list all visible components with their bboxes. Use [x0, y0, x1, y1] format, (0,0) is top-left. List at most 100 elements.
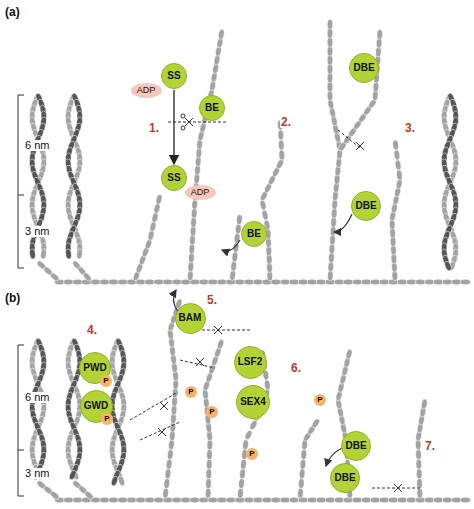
glucose-unit — [145, 497, 155, 503]
callout-number: 4. — [86, 324, 98, 336]
enzyme-circle: DBE — [330, 463, 360, 493]
glucose-unit — [163, 478, 170, 489]
glucose-chain — [36, 479, 61, 500]
glucose-chain — [202, 339, 225, 499]
dimension-label: 3 nm — [24, 226, 50, 237]
glucose-unit — [327, 91, 333, 101]
glucose-unit — [327, 82, 333, 92]
glucose-unit — [289, 497, 299, 503]
glucose-unit — [188, 253, 194, 263]
glucose-unit — [417, 478, 423, 488]
glucose-unit — [168, 439, 175, 450]
glucose-unit — [327, 73, 333, 83]
glucose-unit — [244, 497, 254, 503]
glucose-unit — [153, 203, 161, 214]
glucose-unit — [397, 497, 407, 503]
node-text: ADP — [137, 86, 156, 95]
callout-number: 7. — [424, 440, 436, 452]
glucose-unit — [216, 339, 225, 350]
glucose-unit — [64, 497, 74, 503]
enzyme-circle: BE — [241, 221, 267, 247]
glucose-unit — [109, 497, 119, 503]
dimension-label: 6 nm — [24, 140, 50, 151]
enzyme-circle: BE — [199, 95, 225, 121]
glucose-unit — [118, 497, 128, 503]
glucose-unit — [325, 497, 335, 503]
glucose-unit — [316, 497, 326, 503]
glucose-chain — [337, 29, 383, 152]
glucose-unit — [64, 279, 74, 285]
cleavage-line — [130, 122, 420, 488]
glucose-unit — [253, 497, 263, 503]
glucose-unit — [240, 459, 247, 470]
glucose-unit — [91, 279, 101, 285]
glucose-unit — [244, 279, 254, 285]
glucose-unit — [461, 279, 471, 285]
glucose-unit — [162, 488, 169, 499]
glucose-unit — [275, 158, 284, 169]
glucose-chain — [29, 337, 47, 480]
glucose-unit — [236, 214, 243, 225]
glucose-unit — [327, 19, 333, 29]
glucose-unit — [442, 497, 452, 503]
glucose-unit — [311, 418, 321, 429]
glucose-unit — [279, 150, 285, 160]
glucose-chain — [297, 418, 321, 499]
glucose-unit — [406, 279, 416, 285]
glucose-unit — [289, 279, 299, 285]
glucose-unit — [300, 459, 306, 469]
glucose-unit — [298, 478, 304, 488]
glucose-unit — [271, 279, 281, 285]
glucose-chain — [441, 92, 459, 271]
glucose-unit — [235, 279, 245, 285]
glucose-unit — [29, 249, 36, 260]
node-text: BE — [247, 229, 261, 239]
glucose-unit — [328, 262, 334, 272]
glucose-unit — [416, 469, 422, 479]
glucose-unit — [187, 270, 193, 280]
phosphate-circle: P — [100, 375, 112, 387]
glucose-unit — [206, 459, 212, 469]
glucose-unit — [154, 279, 164, 285]
glucose-unit — [307, 497, 317, 503]
glucose-chain — [71, 479, 94, 500]
glucose-unit — [172, 279, 182, 285]
enzyme-circle: DBE — [351, 191, 381, 221]
glucose-unit — [191, 208, 197, 218]
glucose-unit — [207, 449, 213, 459]
glucose-unit — [377, 29, 383, 39]
glucose-unit — [237, 488, 244, 499]
glucose-unit — [190, 497, 200, 503]
glucose-unit — [316, 279, 326, 285]
node-text: DBE — [345, 441, 366, 451]
glucose-chain — [187, 29, 225, 281]
glucose-unit — [110, 475, 119, 486]
node-text: SS — [167, 173, 180, 183]
glucose-unit — [327, 28, 333, 38]
glucose-unit — [415, 279, 425, 285]
glucose-unit — [345, 349, 353, 360]
glucose-chain — [389, 140, 403, 281]
glucose-unit — [73, 497, 83, 503]
glucose-unit — [181, 497, 191, 503]
glucose-unit — [298, 279, 308, 285]
glucose-unit — [307, 279, 317, 285]
glucose-unit — [280, 497, 290, 503]
glucose-unit — [278, 140, 284, 150]
glucose-unit — [397, 279, 407, 285]
glucose-chain — [36, 260, 61, 283]
glucose-unit — [149, 221, 157, 232]
node-text: P — [188, 388, 193, 396]
glucose-unit — [165, 468, 172, 479]
glucose-unit — [379, 279, 389, 285]
glucose-unit — [352, 497, 362, 503]
enzyme-circle: SS — [161, 165, 187, 191]
node-text: DBE — [355, 201, 376, 211]
glucose-unit — [226, 497, 236, 503]
glucose-unit — [145, 279, 155, 285]
glucose-unit — [442, 279, 452, 285]
glucose-chain — [65, 92, 83, 259]
glucose-unit — [154, 497, 164, 503]
glucose-unit — [433, 279, 443, 285]
glucose-unit — [331, 208, 337, 218]
